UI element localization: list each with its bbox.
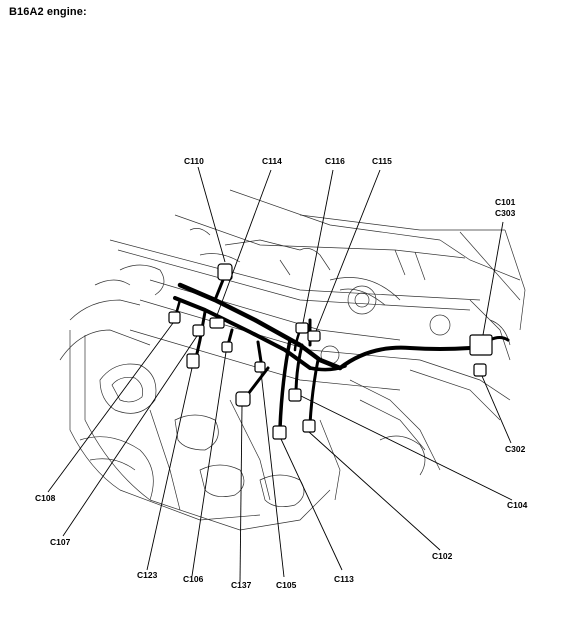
label-c107: C107	[50, 537, 71, 547]
wire-harness	[173, 273, 510, 430]
label-c115: C115	[372, 156, 392, 166]
label-c101: C101	[495, 197, 516, 207]
c123-connector	[186, 353, 200, 369]
engine-outline	[59, 189, 526, 531]
c137-connector	[235, 391, 251, 407]
c115-connector	[307, 330, 321, 342]
label-c108: C108	[35, 493, 56, 503]
c113-connector	[272, 425, 287, 440]
label-c137: C137	[231, 580, 252, 590]
label-c104: C104	[507, 500, 528, 510]
c102-connector	[302, 419, 316, 433]
page-title: B16A2 engine:	[9, 6, 87, 18]
label-c123: C123	[137, 570, 158, 580]
label-c113: C113	[334, 574, 354, 584]
c116-connector	[295, 322, 309, 334]
label-c106: C106	[183, 574, 204, 584]
c107-connector	[192, 324, 205, 337]
label-c302: C302	[505, 444, 526, 454]
connector-bodies	[168, 263, 493, 440]
c101-connector	[469, 334, 493, 356]
label-c114: C114	[262, 156, 282, 166]
c105-connector	[254, 361, 266, 373]
label-c116: C116	[325, 156, 345, 166]
c106-connector	[221, 341, 233, 353]
c114-connector	[209, 317, 225, 329]
c104-connector	[288, 388, 302, 402]
c302-connector	[473, 363, 487, 377]
c110-connector	[217, 263, 233, 281]
label-c303: C303	[495, 208, 516, 218]
leader-lines	[47, 166, 513, 583]
c108-connector	[168, 311, 181, 324]
label-c105: C105	[276, 580, 297, 590]
label-c110: C110	[184, 156, 204, 166]
label-c102: C102	[432, 551, 453, 561]
